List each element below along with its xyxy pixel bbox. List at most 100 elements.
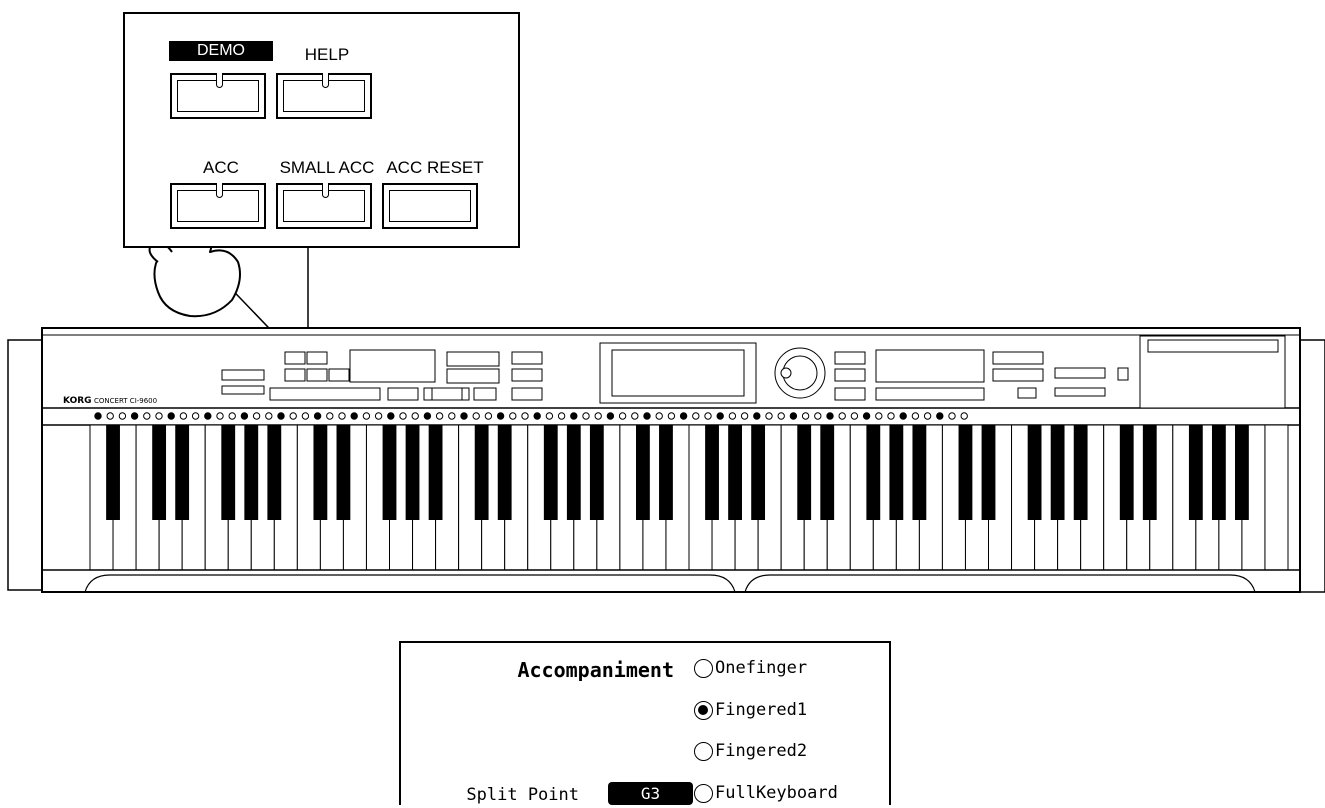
pictogram-icon	[118, 412, 127, 420]
pictogram-icon	[887, 412, 895, 420]
help-label: HELP	[304, 45, 350, 64]
black-key	[267, 425, 282, 520]
split-point-label: Split Point	[466, 785, 579, 805]
acc-led-icon	[216, 183, 223, 198]
black-key	[152, 425, 167, 520]
black-key	[912, 425, 927, 520]
pictogram-icon	[448, 412, 456, 420]
black-key	[981, 425, 996, 520]
pictogram-icon	[765, 412, 773, 420]
pictogram-icon	[667, 412, 676, 420]
pictogram-icon	[923, 412, 932, 420]
option-label: Fingered1	[715, 700, 808, 720]
accompaniment-option-fingered1[interactable]: Fingered1	[694, 695, 807, 725]
black-key	[705, 425, 719, 520]
pictogram-icon	[606, 412, 615, 420]
lcd-accompaniment-page: Accompaniment Split Point G3 Onefinger F…	[399, 641, 891, 805]
small-acc-button[interactable]	[276, 183, 372, 229]
black-key	[428, 425, 443, 520]
black-key	[797, 425, 812, 520]
black-key	[659, 425, 673, 520]
black-key	[313, 425, 328, 520]
pictogram-icon	[143, 412, 151, 420]
pictogram-icon	[838, 412, 846, 420]
pictogram-icon	[155, 412, 163, 420]
acc-label: ACC	[203, 158, 239, 177]
demo-button[interactable]	[170, 73, 266, 119]
black-key	[405, 425, 420, 520]
pictogram-icon	[911, 412, 920, 420]
front-rail	[84, 574, 736, 593]
demo-led-icon	[216, 73, 223, 88]
pictogram-icon	[496, 412, 505, 420]
black-key	[566, 425, 581, 520]
split-point-value[interactable]: G3	[608, 782, 693, 805]
pictogram-icon	[789, 412, 798, 420]
pictogram-icon	[204, 412, 212, 420]
accompaniment-option-onefinger[interactable]: Onefinger	[694, 653, 807, 683]
accompaniment-option-fingered2[interactable]: Fingered2	[694, 736, 807, 766]
pictogram-icon	[216, 412, 224, 420]
acc-button[interactable]	[170, 183, 266, 229]
pictogram-icon	[240, 412, 249, 420]
pictogram-icon	[716, 412, 724, 420]
pictogram-icon	[862, 412, 871, 420]
help-button[interactable]	[276, 73, 372, 119]
pictogram-icon	[289, 412, 297, 420]
pictogram-icon	[301, 412, 310, 420]
pictogram-icon	[472, 412, 480, 420]
pictogram-strip	[94, 412, 968, 420]
black-key	[474, 425, 489, 520]
black-key	[336, 425, 351, 520]
black-key	[1050, 425, 1065, 520]
pictogram-icon	[423, 412, 432, 420]
pictogram-icon	[704, 412, 712, 420]
black-key	[751, 425, 766, 520]
pictogram-icon	[801, 412, 810, 420]
black-key	[1211, 425, 1226, 520]
black-key	[1027, 425, 1042, 520]
acc-reset-label: ACC RESET	[386, 158, 484, 177]
black-key	[1073, 425, 1088, 520]
pictogram-icon	[374, 412, 383, 420]
pictogram-icon	[618, 412, 627, 420]
pictogram-icon	[313, 412, 322, 420]
acc-reset-button[interactable]	[382, 183, 478, 229]
pictogram-icon	[399, 412, 407, 420]
pictogram-icon	[960, 412, 968, 420]
pictogram-icon	[484, 412, 493, 420]
pictogram-icon	[582, 412, 590, 420]
black-key	[244, 425, 259, 520]
radio-icon	[694, 658, 713, 678]
pictogram-icon	[387, 412, 395, 420]
pictogram-icon	[521, 412, 529, 420]
pictogram-icon	[435, 412, 444, 420]
option-label: Onefinger	[715, 658, 808, 678]
black-key	[1119, 425, 1134, 520]
small-acc-label: SMALL ACC	[279, 158, 375, 177]
pictogram-icon	[179, 412, 188, 420]
black-key	[497, 425, 512, 520]
radio-selected-icon	[694, 700, 713, 720]
pictogram-icon	[740, 412, 749, 420]
pictogram-icon	[643, 412, 651, 420]
pictogram-icon	[277, 412, 285, 420]
help-led-icon	[322, 73, 329, 88]
pictogram-icon	[130, 412, 139, 420]
pictogram-icon	[753, 412, 761, 420]
black-key	[175, 425, 190, 520]
black-key	[1235, 425, 1249, 520]
accompaniment-option-fullkeyboard[interactable]: FullKeyboard	[694, 778, 838, 808]
black-key	[1188, 425, 1203, 520]
front-rail	[744, 574, 1256, 593]
pictogram-icon	[326, 412, 334, 420]
black-key	[221, 425, 236, 520]
keybed	[89, 424, 1289, 571]
white-key	[1264, 424, 1289, 571]
brand-logo: KORG	[63, 396, 92, 406]
pictogram-icon	[557, 412, 566, 420]
pictogram-icon	[350, 412, 358, 420]
pictogram-icon	[228, 412, 236, 420]
left-cheek	[7, 339, 43, 591]
black-key	[106, 425, 120, 520]
